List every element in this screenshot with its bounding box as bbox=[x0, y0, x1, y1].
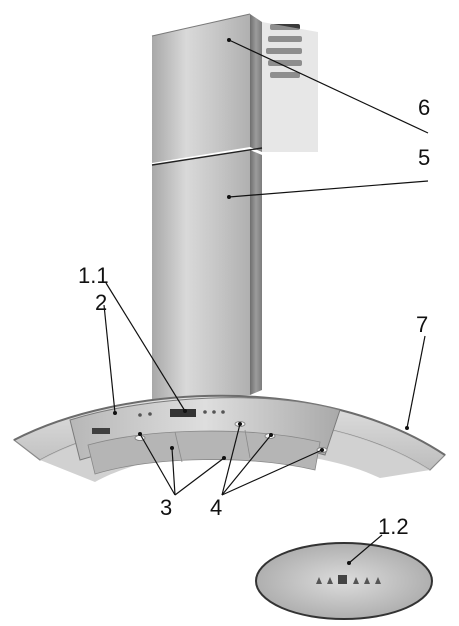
callout-6: 6 bbox=[418, 95, 431, 120]
callout-5: 5 bbox=[418, 145, 431, 170]
callout-1-1: 1.1 bbox=[78, 263, 109, 288]
upper-chimney bbox=[151, 13, 318, 163]
leader-lines bbox=[103, 39, 429, 564]
callout-7: 7 bbox=[416, 312, 429, 337]
lower-chimney bbox=[151, 147, 263, 400]
leader-dots bbox=[113, 38, 409, 565]
display-panel bbox=[170, 409, 196, 417]
callout-2: 2 bbox=[95, 290, 108, 315]
callout-1-2: 1.2 bbox=[378, 514, 409, 539]
brand-badge bbox=[92, 428, 110, 434]
callout-3: 3 bbox=[160, 495, 173, 520]
control-buttons bbox=[138, 410, 225, 417]
canopy-body bbox=[69, 397, 341, 475]
grease-filters bbox=[87, 430, 321, 475]
callout-4: 4 bbox=[210, 495, 223, 520]
control-panel-inset bbox=[255, 542, 433, 620]
